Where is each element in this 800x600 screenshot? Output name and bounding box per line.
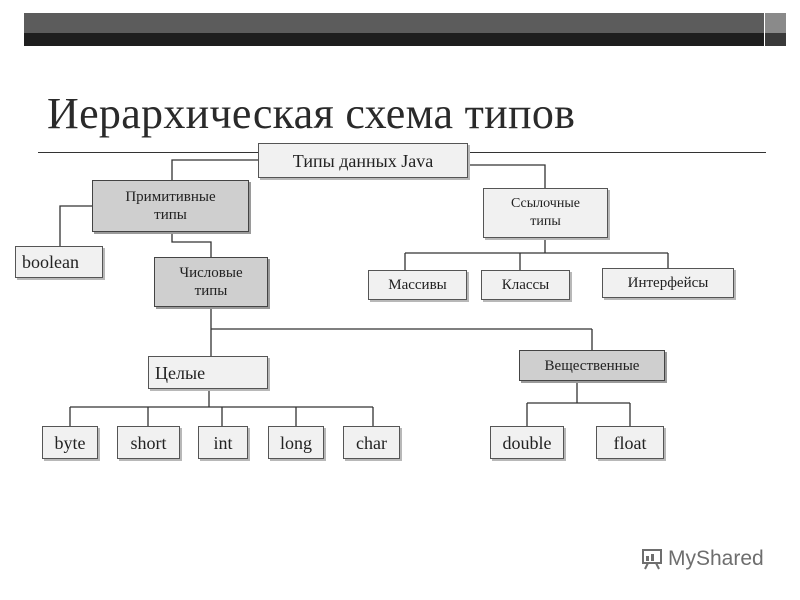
node-numeric-types: Числовые типы [154, 257, 268, 307]
node-classes: Классы [481, 270, 570, 300]
node-primitive-types: Примитивные типы [92, 180, 249, 232]
myshared-watermark: MyShared [640, 547, 764, 571]
slide-title: Иерархическая схема типов [47, 89, 576, 138]
watermark-text: MyShared [668, 547, 764, 570]
node-float: float [596, 426, 664, 459]
node-boolean: boolean [15, 246, 103, 278]
node-arrays: Массивы [368, 270, 467, 300]
node-byte: byte [42, 426, 98, 459]
node-short: short [117, 426, 180, 459]
node-long: long [268, 426, 324, 459]
node-char: char [343, 426, 400, 459]
node-double: double [490, 426, 564, 459]
node-reference-types: Ссылочные типы [483, 188, 608, 238]
node-floating-point-types: Вещественные [519, 350, 665, 381]
slide-top-bar [24, 13, 786, 47]
node-int: int [198, 426, 248, 459]
node-java-data-types: Типы данных Java [258, 143, 468, 178]
node-interfaces: Интерфейсы [602, 268, 734, 298]
presentation-board-icon [642, 549, 662, 570]
node-integer-types: Целые [148, 356, 268, 389]
